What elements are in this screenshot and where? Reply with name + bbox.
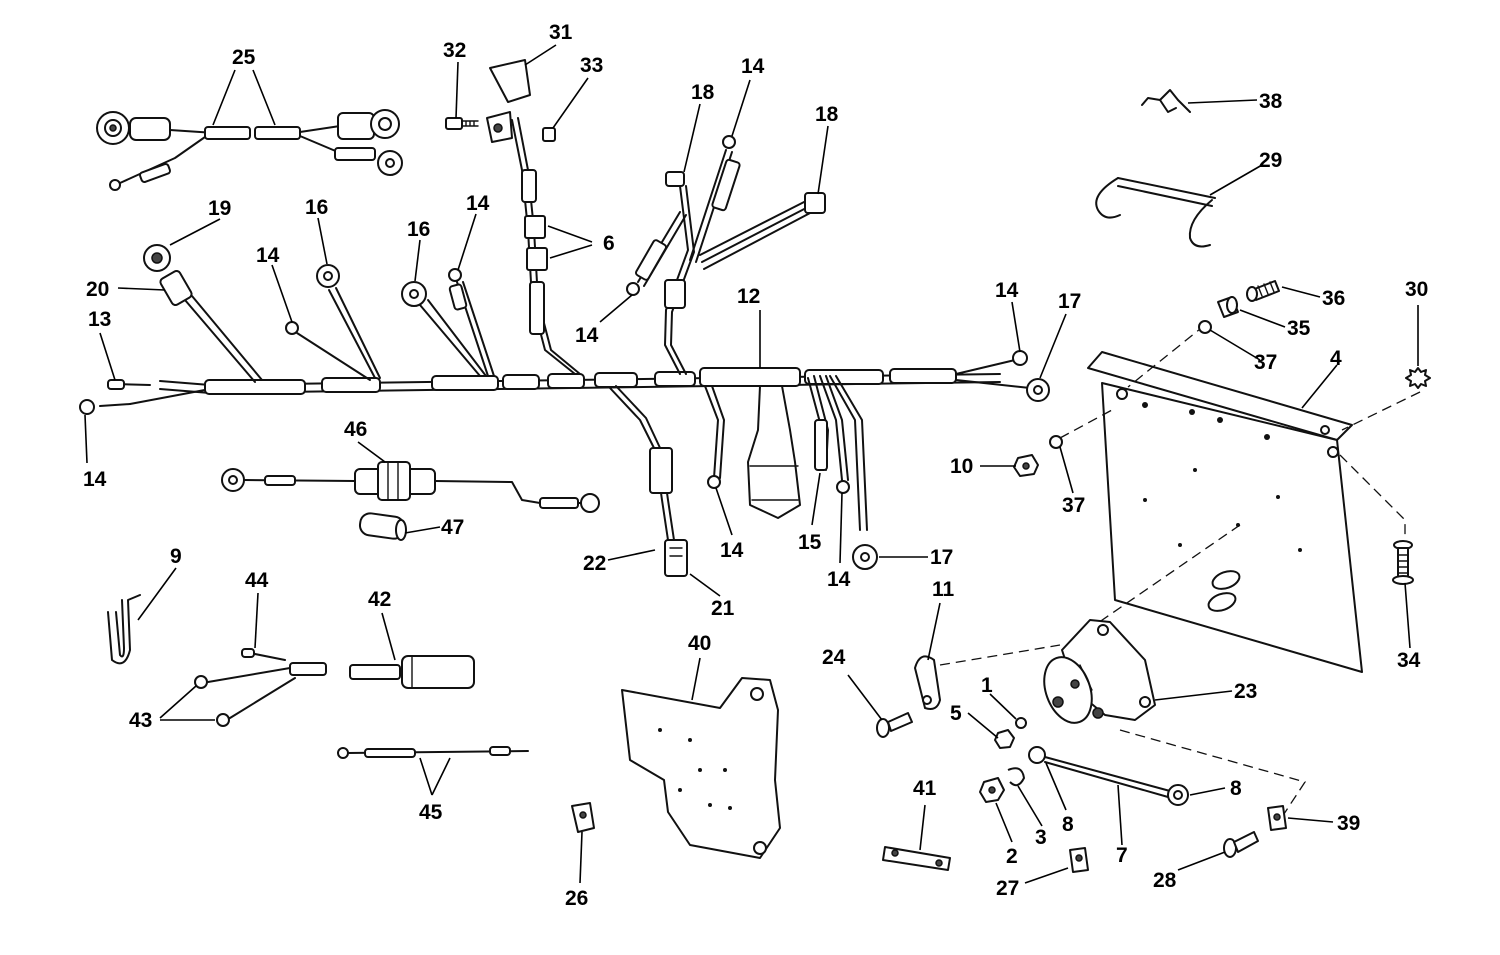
callout-14-c: 14 (83, 468, 107, 491)
callout-45: 45 (419, 801, 443, 824)
callout-18-b: 18 (815, 103, 839, 126)
callout-16-a: 16 (305, 196, 328, 219)
callout-15: 15 (798, 531, 822, 554)
callout-17-a: 17 (1058, 290, 1081, 313)
callout-34: 34 (1397, 649, 1421, 672)
branch-terminal-14-b (448, 268, 495, 377)
clamp-11 (914, 655, 941, 710)
callout-43: 43 (129, 709, 152, 732)
callout-14-a: 14 (741, 55, 765, 78)
callout-3: 3 (1035, 826, 1047, 849)
callout-28: 28 (1153, 869, 1177, 892)
callout-20: 20 (86, 278, 109, 301)
harness-42 (194, 648, 475, 727)
retainer-clip-29 (1095, 177, 1216, 248)
callout-11: 11 (932, 578, 955, 601)
clip-27 (1069, 847, 1089, 873)
callout-14-h: 14 (827, 568, 851, 591)
callout-14-g: 14 (720, 539, 744, 562)
callout-9: 9 (170, 545, 182, 568)
callout-40: 40 (688, 632, 711, 655)
callout-24: 24 (822, 646, 846, 669)
spring-clip-38 (1141, 89, 1191, 113)
branch-ring-terminal-19 (143, 244, 263, 383)
fuse-holder-46 (221, 461, 600, 513)
harness-connector-block-12 (747, 385, 801, 519)
callout-4: 4 (1330, 347, 1342, 370)
branch-relay-31 (445, 59, 581, 375)
callout-16-b: 16 (407, 218, 430, 241)
callout-35: 35 (1287, 317, 1311, 340)
callout-7: 7 (1116, 844, 1128, 867)
callout-12: 12 (737, 285, 760, 308)
callout-36: 36 (1322, 287, 1345, 310)
harness-lead-45 (337, 746, 529, 759)
clip-39 (1267, 805, 1287, 831)
branch-terminal-14-a (285, 321, 371, 381)
fuse-47 (358, 512, 407, 541)
callout-29: 29 (1259, 149, 1282, 172)
branch-connectors-15-14-17 (807, 375, 878, 570)
callout-30: 30 (1405, 278, 1428, 301)
leader-lines (84, 44, 1419, 884)
hardware-solenoid (979, 717, 1027, 803)
callout-46: 46 (344, 418, 367, 441)
callout-41: 41 (913, 777, 937, 800)
branch-terminal-14-c (704, 385, 725, 489)
screw-28 (1223, 831, 1259, 858)
mounting-plate-4 (1059, 324, 1421, 673)
callout-14-f: 14 (995, 279, 1019, 302)
callout-labels: 25 32 31 33 6 18 14 18 14 19 20 13 14 14… (83, 21, 1428, 910)
cable-7 (1028, 746, 1189, 806)
callout-18-a: 18 (691, 81, 715, 104)
callout-8-a: 8 (1062, 813, 1074, 836)
callout-37-b: 37 (1062, 494, 1085, 517)
screw-24 (876, 712, 913, 738)
callout-17-b: 17 (930, 546, 953, 569)
callout-21: 21 (711, 597, 735, 620)
callout-38: 38 (1259, 90, 1283, 113)
callout-32: 32 (443, 39, 466, 62)
branch-connectors-18-14 (626, 135, 826, 375)
callout-13: 13 (88, 308, 111, 331)
callout-1: 1 (981, 674, 993, 697)
bracket-40 (621, 677, 781, 859)
callout-44: 44 (245, 569, 269, 592)
callout-33: 33 (580, 54, 603, 77)
clip-9 (107, 594, 141, 665)
branch-ring-16-a (316, 264, 381, 379)
callout-26: 26 (565, 887, 588, 910)
callout-14-b: 14 (575, 324, 599, 347)
callout-47: 47 (441, 516, 464, 539)
branch-ring-16-b (401, 281, 487, 377)
callout-31: 31 (549, 21, 573, 44)
callout-5: 5 (950, 702, 962, 725)
callout-19: 19 (208, 197, 231, 220)
callout-8-b: 8 (1230, 777, 1242, 800)
branch-connector-22-21 (609, 385, 688, 577)
callout-25: 25 (232, 46, 256, 69)
callout-10: 10 (950, 455, 973, 478)
clip-26 (571, 802, 595, 833)
solenoid-23 (939, 619, 1307, 821)
callout-2: 2 (1006, 845, 1018, 868)
jumper-harness-25 (96, 109, 403, 191)
main-harness-trunk (79, 350, 1050, 415)
callout-27: 27 (996, 877, 1019, 900)
hardware-plate (1013, 280, 1431, 585)
callout-22: 22 (583, 552, 606, 575)
callout-14-e: 14 (466, 192, 490, 215)
callout-6: 6 (603, 232, 615, 255)
callout-42: 42 (368, 588, 391, 611)
strap-41 (882, 846, 951, 871)
callout-14-d: 14 (256, 244, 280, 267)
callout-37-a: 37 (1254, 351, 1277, 374)
callout-23: 23 (1234, 680, 1257, 703)
callout-39: 39 (1337, 812, 1360, 835)
